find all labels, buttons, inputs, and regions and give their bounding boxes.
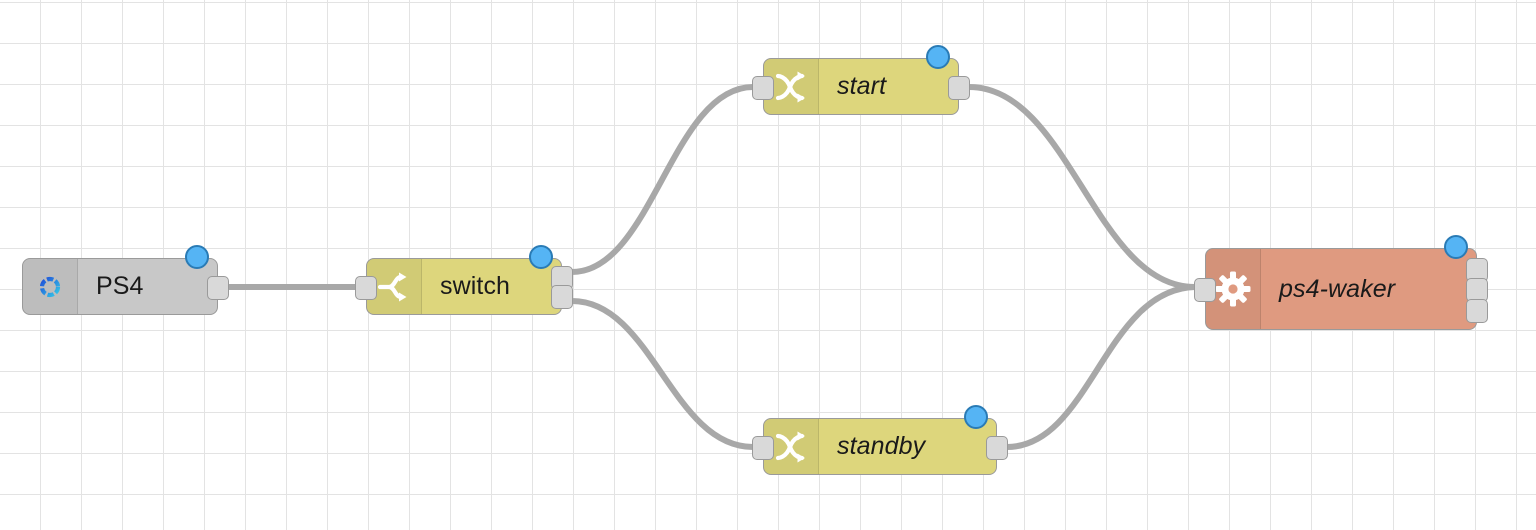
node-body-ps4: PS4 [23, 259, 217, 314]
node-output-port-ps4-0[interactable] [207, 275, 229, 300]
node-label-ps4: PS4 [96, 272, 144, 300]
node-body-ps4-waker: ps4-waker [1206, 249, 1476, 329]
node-input-port-ps4-waker[interactable] [1194, 278, 1216, 302]
node-body-standby: standby [764, 419, 996, 474]
node-label-start: start [837, 72, 887, 100]
node-standby[interactable]: standby [752, 405, 1008, 475]
node-output-port-ps4-waker-2[interactable] [1466, 298, 1488, 323]
node-input-port-switch[interactable] [355, 275, 377, 300]
node-ps4-waker[interactable]: ps4-waker [1194, 235, 1488, 330]
node-input-port-start[interactable] [752, 75, 774, 100]
loop-circle-icon [23, 259, 78, 314]
node-status-dot-switch [529, 245, 553, 269]
node-status-dot-standby [964, 405, 988, 429]
wire-switch-out0-to-start[interactable] [569, 84, 756, 275]
node-input-port-standby[interactable] [752, 435, 774, 460]
node-label-ps4-waker: ps4-waker [1279, 274, 1396, 303]
node-ps4[interactable]: PS4 [22, 245, 229, 315]
node-label-standby: standby [837, 432, 926, 460]
node-body-start: start [764, 59, 958, 114]
node-switch[interactable]: switch [355, 245, 573, 315]
node-label-switch: switch [440, 272, 511, 300]
node-start[interactable]: start [752, 45, 970, 115]
wire-standby-to-waker[interactable] [1004, 284, 1198, 450]
node-status-dot-ps4-waker [1444, 235, 1468, 259]
gear-icon [1206, 249, 1261, 329]
node-output-port-switch-1[interactable] [551, 285, 573, 309]
wire-switch-out1-to-standby[interactable] [569, 298, 756, 450]
node-output-port-standby-0[interactable] [986, 435, 1008, 460]
change-swap-icon [764, 59, 819, 114]
node-status-dot-start [926, 45, 950, 69]
node-body-switch: switch [367, 259, 561, 314]
node-status-dot-ps4 [185, 245, 209, 269]
wire-start-to-waker[interactable] [966, 84, 1198, 290]
node-output-port-start-0[interactable] [948, 75, 970, 100]
